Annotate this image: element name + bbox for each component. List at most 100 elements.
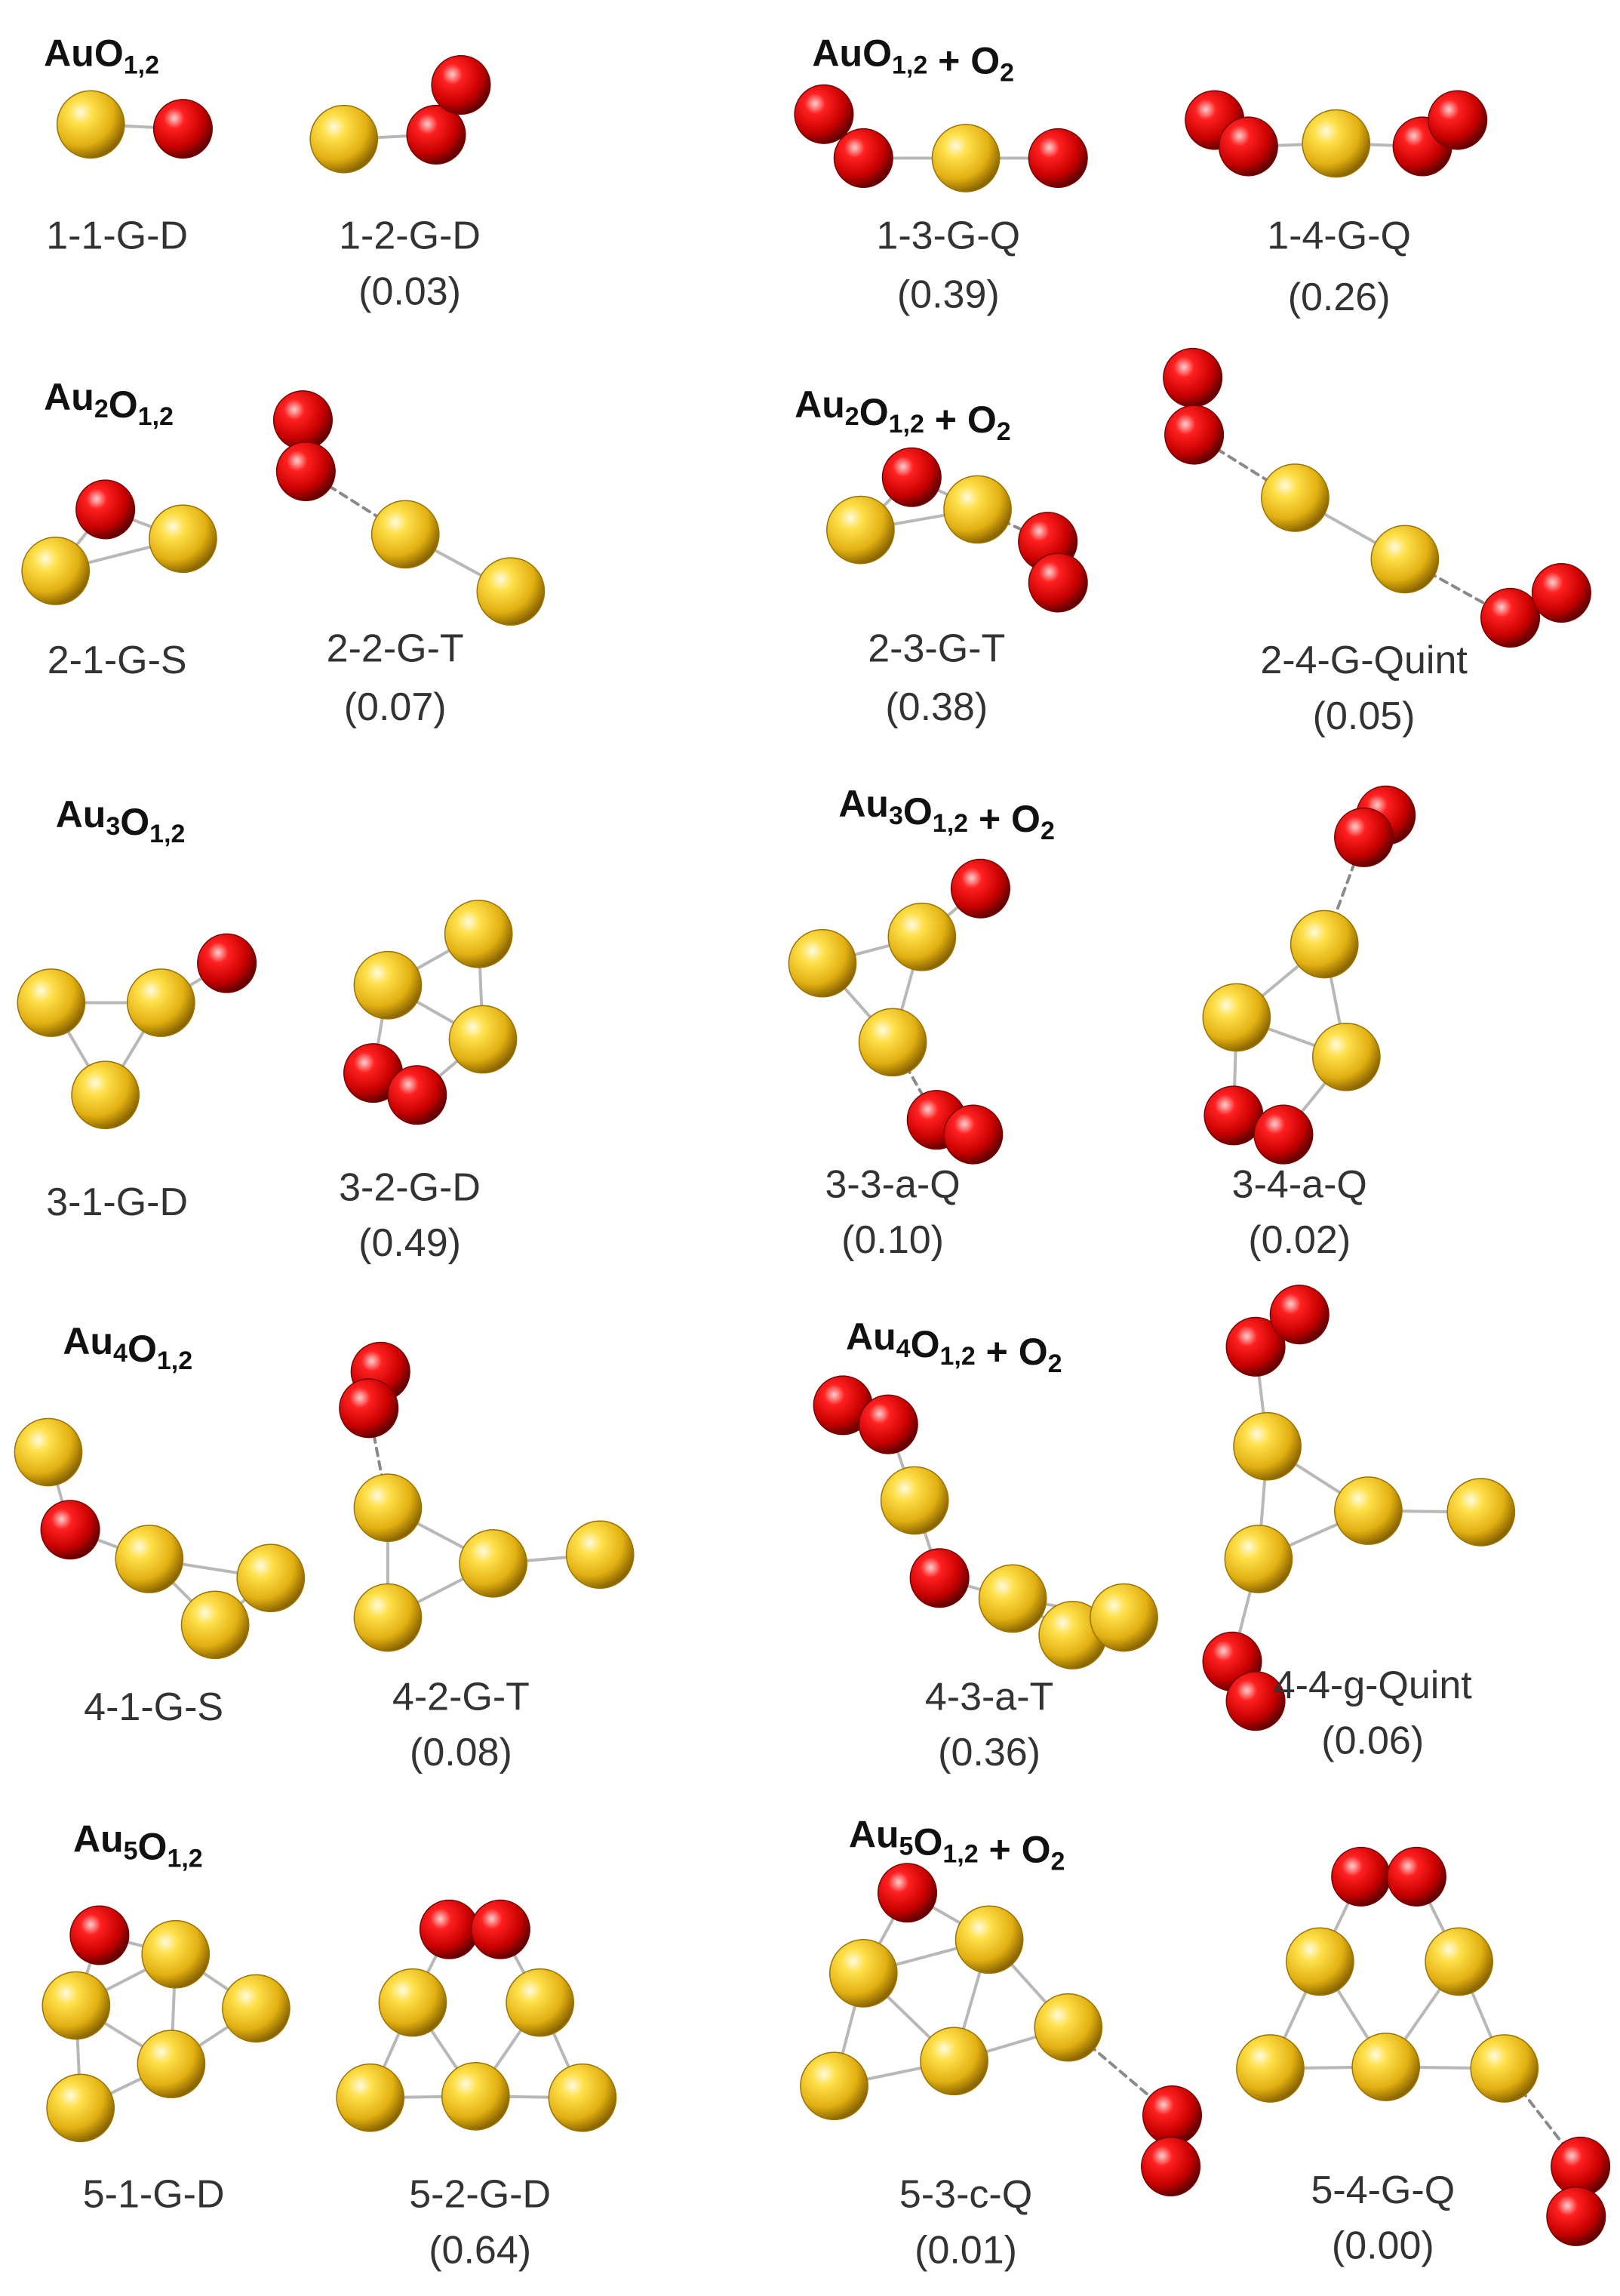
relative-energy-4-3-a-t: (0.36) (938, 1731, 1041, 1774)
gold-atom (1425, 1927, 1494, 1996)
gold-atom (1351, 2033, 1421, 2101)
gold-atom (336, 2063, 405, 2132)
oxygen-atom (1331, 1846, 1391, 1907)
oxygen-atom (1142, 2085, 1203, 2146)
gold-atom (1302, 109, 1371, 178)
molecule-4-2-g-t (339, 1341, 635, 1652)
gold-atom (954, 1905, 1024, 1974)
gold-atom (141, 1919, 211, 1989)
molecule-1-4-g-q (1185, 90, 1488, 178)
gold-atom (17, 968, 86, 1037)
panel-heading-au4o1-2-o2: Au4O1,2 + O2 (846, 1316, 1062, 1378)
molecule-4-3-a-t (813, 1375, 1158, 1670)
relative-energy-3-4-a-q: (0.02) (1248, 1218, 1351, 1262)
gold-atom (788, 928, 857, 998)
gold-atom (180, 1590, 250, 1660)
molecule-5-3-c-q (800, 1863, 1203, 2196)
structure-label-5-2-g-d: 5-2-G-D (409, 2173, 551, 2217)
molecule-5-2-g-d (336, 1899, 617, 2132)
gold-atom (137, 2030, 206, 2099)
oxygen-atom (877, 1863, 938, 1923)
gold-atom (1290, 909, 1359, 979)
structure-label-3-3-a-q: 3-3-a-Q (825, 1162, 961, 1206)
gold-atom (126, 968, 195, 1037)
structure-label-1-2-g-d: 1-2-G-D (339, 214, 481, 258)
gold-atom (1311, 1022, 1381, 1091)
structure-label-2-1-g-s: 2-1-G-S (48, 639, 187, 682)
relative-energy-4-2-g-t: (0.08) (410, 1731, 512, 1774)
molecule-1-3-g-q (794, 84, 1088, 192)
gold-atom (943, 475, 1012, 544)
oxygen-atom (1028, 128, 1088, 189)
gold-atom (826, 495, 895, 565)
gold-atom (800, 2051, 868, 2121)
oxygen-atom (387, 1065, 447, 1125)
panel-heading-au2o1-2: Au2O1,2 (44, 376, 174, 431)
oxygen-atom (431, 54, 491, 115)
panel-heading-auo1-2-o2: AuO1,2 + O2 (812, 32, 1014, 87)
structure-label-1-3-g-q: 1-3-G-Q (876, 214, 1020, 258)
panel-heading-au5o1-2: Au5O1,2 (73, 1817, 203, 1873)
oxygen-atom (1334, 807, 1394, 867)
relative-energy-4-4-g-quint: (0.06) (1321, 1719, 1424, 1762)
oxygen-atom (470, 1899, 530, 1959)
gold-atom (14, 1417, 83, 1487)
gold-atom (1236, 2034, 1305, 2103)
structure-label-1-4-g-q: 1-4-G-Q (1267, 214, 1411, 258)
structure-label-5-1-g-d: 5-1-G-D (83, 2173, 225, 2217)
gold-atom (1224, 1525, 1293, 1593)
gold-atom (1090, 1583, 1158, 1652)
relative-energy-5-2-g-d: (0.64) (429, 2228, 531, 2272)
relative-energy-3-3-a-q: (0.10) (841, 1218, 944, 1262)
oxygen-atom (1225, 1316, 1286, 1377)
panel-heading-au3o1-2-o2: Au3O1,2 + O2 (838, 783, 1055, 845)
structure-label-5-3-c-q: 5-3-c-Q (899, 2173, 1032, 2217)
structure-label-2-2-g-t: 2-2-G-T (327, 627, 464, 671)
gold-atom (1261, 463, 1330, 532)
structure-label-4-4-g-quint: 4-4-g-Quint (1274, 1664, 1473, 1707)
structure-label-5-4-g-q: 5-4-G-Q (1311, 2168, 1455, 2212)
gold-atom (880, 1466, 949, 1535)
oxygen-atom (833, 128, 893, 189)
gold-atom (236, 1543, 306, 1613)
oxygen-atom (909, 1548, 970, 1608)
gold-atom (1370, 525, 1440, 594)
structure-label-3-2-g-d: 3-2-G-D (339, 1165, 481, 1209)
oxygen-atom (419, 1899, 479, 1959)
oxygen-atom (1141, 2136, 1201, 2196)
molecule-4-1-g-s (14, 1417, 306, 1660)
gold-atom (548, 2063, 617, 2132)
oxygen-atom (881, 447, 942, 507)
gold-atom (46, 2073, 115, 2143)
oxygen-atom (75, 479, 136, 540)
structure-label-2-4-g-quint: 2-4-G-Quint (1260, 639, 1468, 682)
molecule-1-1-g-d (56, 90, 213, 159)
gold-atom (370, 500, 440, 569)
gold-atom (931, 124, 1001, 192)
molecule-3-1-g-d (17, 933, 257, 1130)
gold-atom (444, 900, 513, 968)
oxygen-atom (1428, 90, 1488, 150)
gold-atom (309, 104, 379, 174)
molecule-3-2-g-d (343, 900, 518, 1125)
oxygen-atom (794, 84, 854, 144)
panel-heading-au2o1-2-o2: Au2O1,2 + O2 (795, 383, 1011, 446)
oxygen-atom (339, 1378, 399, 1439)
gold-atom (1233, 1411, 1302, 1481)
gold-atom (1034, 1993, 1103, 2062)
oxygen-atom (272, 390, 334, 451)
gold-atom (149, 504, 217, 574)
relative-energy-2-3-g-t: (0.38) (885, 685, 988, 729)
panel-heading-au5o1-2-o2: Au5O1,2 + O2 (849, 1814, 1065, 1876)
molecule-5-1-g-d (41, 1905, 290, 2143)
gold-atom (56, 90, 125, 159)
oxygen-atom (858, 1394, 918, 1454)
gold-atom (978, 1564, 1047, 1633)
panel-heading-au4o1-2: Au4O1,2 (63, 1320, 192, 1375)
gold-atom (1202, 983, 1271, 1052)
panel-heading-auo1-2: AuO1,2 (44, 32, 159, 79)
relative-energy-5-4-g-q: (0.00) (1332, 2224, 1434, 2268)
structure-label-4-1-g-s: 4-1-G-S (84, 1685, 223, 1729)
molecule-5-4-g-q (1236, 1846, 1611, 2246)
relative-energy-5-3-c-q: (0.01) (915, 2228, 1017, 2272)
